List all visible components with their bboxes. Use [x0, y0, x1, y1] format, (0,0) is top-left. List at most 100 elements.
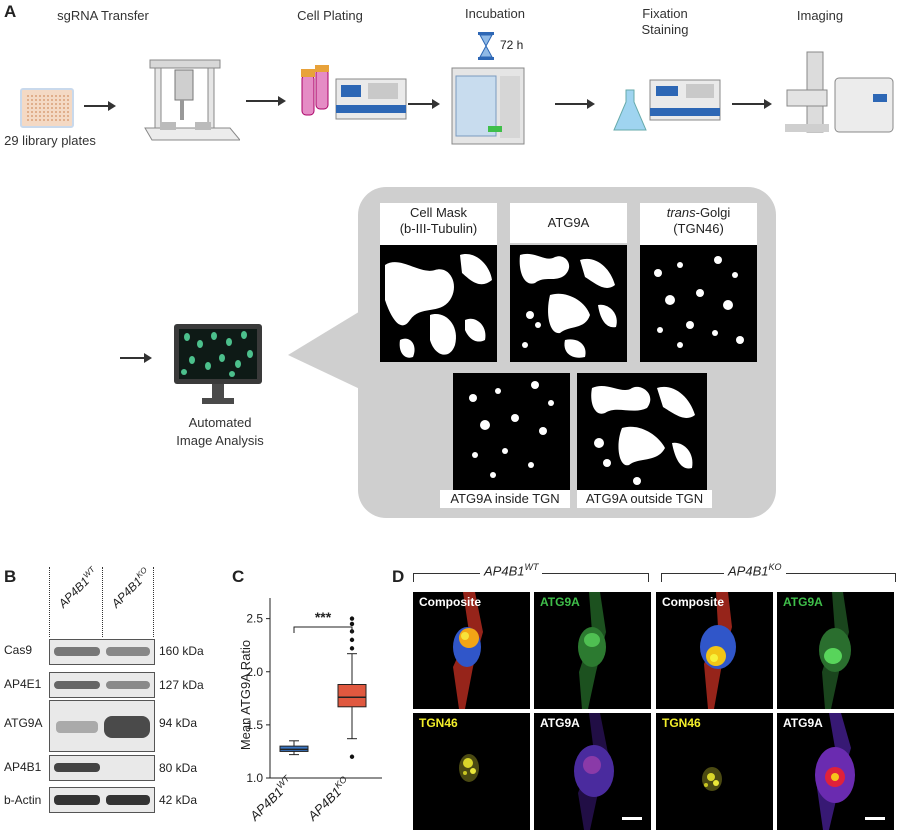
micro-ko-heat: ATG9A: [777, 713, 894, 830]
blot-atg9a: [49, 700, 155, 752]
group-ko-sup: KO: [768, 562, 782, 572]
tgn46-label: (TGN46): [673, 221, 724, 236]
panel-a-letter: A: [4, 2, 17, 21]
arrow-3: [408, 99, 440, 109]
incubator-icon: [451, 67, 525, 145]
kda-ap4b1: 80 kDa: [159, 761, 198, 775]
ko-composite-cell: [700, 592, 736, 709]
step-label-fixation: Fixation Staining: [615, 6, 715, 38]
micro-ko-tgn46: TGN46: [656, 713, 773, 830]
cell-plating-icon: [301, 65, 407, 120]
row-name-ap4b1: AP4B1: [4, 760, 42, 774]
library-plate-icon: [20, 88, 74, 128]
group-ko-gene: AP4B1: [728, 563, 769, 579]
y-tick-label: 1.5: [246, 718, 263, 732]
cell-mask-line1: Cell Mask: [409, 205, 468, 220]
band-ap4b1-wt: [54, 763, 100, 772]
fixation-line2: Staining: [641, 22, 689, 37]
panel-b-letter: B: [4, 567, 17, 586]
kda-actin: 42 kDa: [159, 793, 198, 807]
ko-heat-label: ATG9A: [783, 716, 823, 730]
analysis-line2: Image Analysis: [176, 433, 264, 448]
ko-atg9a-label: ATG9A: [783, 595, 823, 609]
y-tick-label: 1.0: [246, 771, 263, 785]
micro-wt-atg9a: ATG9A: [534, 592, 651, 709]
atg9a-mask-shapes: [519, 253, 617, 358]
inside-caption: ATG9A inside TGN: [440, 490, 570, 508]
row-name-actin: b-Actin: [4, 793, 42, 807]
wt-composite-label: Composite: [419, 595, 482, 609]
wt-tgn46-dots: [459, 754, 479, 782]
ko-tgn46-label: TGN46: [662, 716, 701, 730]
group-wt-sup: WT: [524, 562, 539, 572]
micro-wt-heat: ATG9A: [534, 713, 651, 830]
ko-heat-cell: [815, 713, 855, 830]
lane-label-wt: AP4B1WT: [55, 565, 101, 611]
mask-title-golgi: trans-Golgi (TGN46): [640, 203, 757, 245]
outlier-point: [349, 621, 355, 627]
monitor-icon: [174, 324, 262, 404]
liquid-handler-icon: [144, 59, 240, 141]
wt-atg9a-cell: [578, 592, 606, 709]
group-label-wt: AP4B1WT: [480, 562, 543, 579]
scale-bar-wt: [622, 817, 642, 820]
ko-atg9a-cell: [819, 592, 851, 709]
mask-title-cell: Cell Mask (b-III-Tubulin): [380, 203, 497, 245]
cell-mask-shapes: [385, 254, 492, 358]
golgi-rest: -Golgi: [695, 205, 731, 220]
wt-heat-cell: [574, 713, 614, 830]
band-atg9a-ko: [104, 716, 150, 738]
micro-ko-atg9a: ATG9A: [777, 592, 894, 709]
imaging-microscope-icon: [785, 51, 894, 133]
band-atg9a-wt: [56, 721, 98, 733]
wt-atg9a-label: ATG9A: [540, 595, 580, 609]
y-tick-label: 2.0: [246, 665, 263, 679]
arrow-4: [555, 99, 595, 109]
blot-cas9: [49, 639, 155, 665]
plot-boxes: [279, 616, 367, 759]
tgn-mask-dots: [654, 256, 744, 348]
wt-tgn46-label: TGN46: [419, 716, 458, 730]
group-label-ko: AP4B1KO: [724, 562, 786, 579]
outlier-point: [349, 754, 355, 759]
arrow-6: [120, 353, 152, 363]
band-ap4e1-ko: [106, 681, 150, 689]
tgn-mask-image: [640, 245, 757, 362]
mask-title-atg9a: ATG9A: [510, 203, 627, 243]
ko-composite-label: Composite: [662, 595, 725, 609]
kda-atg9a: 94 kDa: [159, 716, 198, 730]
plate-wells: [25, 93, 69, 123]
blot-ap4e1: [49, 672, 155, 698]
outside-caption: ATG9A outside TGN: [577, 490, 712, 508]
cell-mask-line2: (b-III-Tubulin): [399, 221, 478, 236]
outlier-point: [349, 637, 355, 643]
scale-bar-ko: [865, 817, 885, 820]
y-axis-label: Mean ATG9A Ratio: [238, 640, 253, 750]
band-ap4e1-wt: [54, 681, 100, 689]
outlier-point: [349, 616, 355, 621]
panel-c-letter: C: [232, 567, 245, 586]
step-label-incubation: Incubation: [465, 6, 525, 21]
incubation-time: 72 h: [500, 38, 524, 52]
box-plot: Mean ATG9A Ratio 1.01.52.02.5 ***: [238, 598, 382, 785]
trans-italic: trans: [666, 205, 696, 220]
lane-divider-3: [153, 567, 155, 637]
lane-label-ko: AP4B1KO: [108, 565, 153, 610]
band-actin-ko: [106, 795, 150, 805]
panel-d-letter: D: [392, 567, 405, 586]
plot-axes: 1.01.52.02.5: [246, 598, 382, 785]
band-cas9-ko: [106, 647, 150, 656]
step-label-imaging: Imaging: [796, 8, 844, 23]
box: [337, 684, 367, 708]
micro-ko-composite: Composite: [656, 592, 773, 709]
step-label-plating: Cell Plating: [297, 8, 363, 23]
micro-wt-composite: Composite: [413, 592, 530, 709]
row-name-atg9a: ATG9A: [4, 716, 43, 730]
atg9a-mask-image: [510, 245, 627, 362]
cell-mask-image: [380, 245, 497, 362]
inside-mask-dots: [469, 381, 554, 478]
wt-heat-label: ATG9A: [540, 716, 580, 730]
micro-wt-tgn46: TGN46: [413, 713, 530, 830]
ko-tgn46-dots: [702, 767, 722, 791]
analysis-line1: Automated: [188, 415, 252, 430]
